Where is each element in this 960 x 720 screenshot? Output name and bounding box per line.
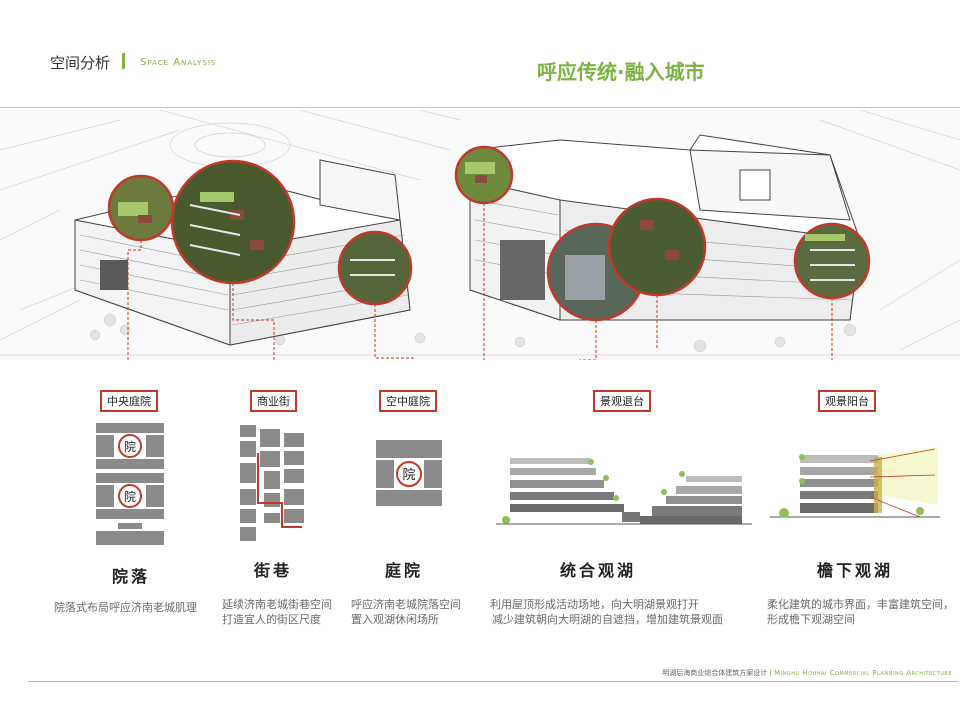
tag-sky-court: 空中庭院: [379, 390, 437, 412]
concept-title-courtyard: 院落: [112, 567, 151, 586]
tag-courtyard: 中央庭院: [100, 390, 158, 412]
tag-commercial-street: 商业街: [250, 390, 297, 412]
concept-desc-street: 延续济南老城街巷空间 打造宜人的街区尺度: [222, 597, 332, 627]
footer-separator: |: [769, 669, 775, 677]
footer-project-name: 明湖后海商业综合体建筑方案设计 | Minghu Houhai Commerci…: [662, 668, 952, 678]
concept-desc-line: 柔化建筑的城市界面，丰富建筑空间，: [767, 598, 954, 611]
concept-title-integrated-lake-view: 统合观湖: [560, 561, 637, 580]
concept-desc-courtyard: 院落式布局呼应济南老城肌理: [54, 600, 197, 615]
section-title: 空间分析: [50, 54, 111, 72]
concept-desc-garden: 呼应济南老城院落空间 置入观湖休闲场所: [351, 597, 461, 627]
concept-title-eave-lake-view: 檐下观湖: [817, 561, 894, 580]
seal-char: 院: [124, 440, 136, 454]
header-rule: [0, 107, 960, 108]
concept-desc-line: 减少建筑朝向大明湖的自遮挡，增加建筑景观面: [492, 613, 723, 626]
concept-title-street: 街巷: [254, 561, 293, 580]
seal-char: 院: [124, 490, 136, 504]
footer-rule: [28, 681, 958, 682]
footer-cn: 明湖后海商业综合体建筑方案设计: [662, 669, 768, 677]
concept-desc-integrated-lake-view: 利用屋顶形成活动场地，向大明湖景观打开 减少建筑朝向大明湖的自遮挡，增加建筑景观…: [490, 597, 723, 627]
tag-landscape-terrace: 景观退台: [593, 390, 651, 412]
concept-desc-line: 打造宜人的街区尺度: [222, 613, 321, 626]
courtyard-plan-diagram: 院 院: [96, 423, 164, 545]
concept-desc-line: 形成檐下观湖空间: [767, 613, 855, 626]
seal-char: 院: [402, 468, 415, 483]
aerial-building-illustration: [0, 110, 960, 360]
concept-desc-line: 院落式布局呼应济南老城肌理: [54, 601, 197, 614]
concept-desc-line: 呼应济南老城院落空间: [351, 598, 461, 611]
sky-court-plan-diagram: 院: [376, 440, 442, 506]
concept-desc-eave-lake-view: 柔化建筑的城市界面，丰富建筑空间， 形成檐下观湖空间: [767, 597, 954, 627]
footer-en: Minghu Houhai Commercial Planning Archit…: [774, 669, 952, 677]
eave-section-diagram: [770, 447, 940, 518]
title-divider: [122, 53, 125, 69]
terrace-section-diagram: [496, 458, 752, 525]
section-title-en: Space Analysis: [140, 57, 217, 68]
page-headline: 呼应传统·融入城市: [537, 60, 705, 84]
concept-desc-line: 置入观湖休闲场所: [351, 613, 439, 626]
street-plan-diagram: [240, 425, 304, 541]
concept-desc-line: 利用屋顶形成活动场地，向大明湖景观打开: [490, 598, 699, 611]
concept-desc-line: 延续济南老城街巷空间: [222, 598, 332, 611]
tag-view-balcony: 观景阳台: [818, 390, 876, 412]
concept-title-garden: 庭院: [385, 561, 424, 580]
